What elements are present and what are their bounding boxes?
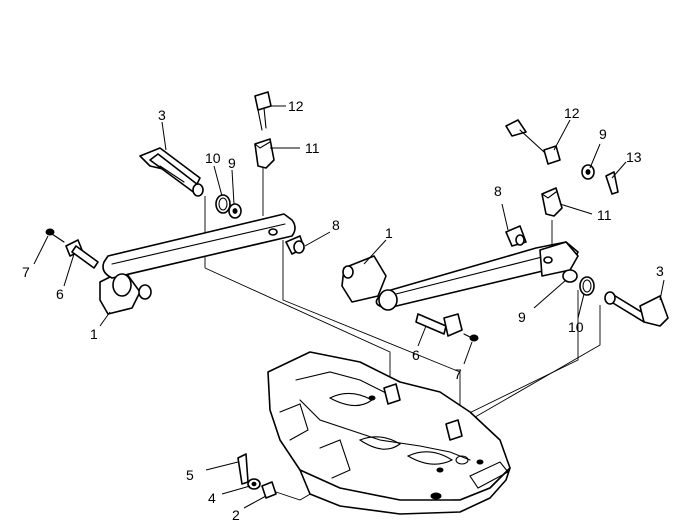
callout-9-left: 9 bbox=[228, 155, 236, 171]
right-pin-part-13 bbox=[605, 171, 619, 195]
callout-11-left: 11 bbox=[305, 140, 320, 156]
right-nut-part-12 bbox=[505, 119, 561, 165]
callout-9-right-top: 9 bbox=[599, 126, 607, 142]
callout-9-right-bottom: 9 bbox=[518, 309, 526, 325]
callout-8-right: 8 bbox=[494, 183, 502, 199]
right-rod-part-3 bbox=[604, 291, 669, 327]
callout-7-left: 7 bbox=[22, 264, 30, 280]
callout-2: 2 bbox=[232, 507, 240, 523]
left-pin-part-8 bbox=[285, 235, 305, 255]
callout-7-right: 7 bbox=[454, 366, 462, 382]
right-knob-part-11 bbox=[541, 187, 563, 217]
right-lift-arm bbox=[341, 241, 579, 311]
left-nut-part-12 bbox=[254, 91, 272, 131]
callout-12-right: 12 bbox=[564, 105, 580, 121]
callout-4: 4 bbox=[208, 490, 216, 506]
callout-10-right: 10 bbox=[568, 319, 584, 335]
right-washer-part-9 bbox=[581, 164, 595, 180]
left-spring-part-10 bbox=[215, 194, 231, 214]
left-washer-part-9 bbox=[228, 203, 242, 219]
callout-3-left: 3 bbox=[158, 107, 166, 123]
right-bolt-part-7 bbox=[463, 333, 479, 342]
callout-1-left: 1 bbox=[90, 326, 98, 342]
callout-1-right: 1 bbox=[385, 225, 393, 241]
callout-10-left: 10 bbox=[205, 150, 221, 166]
left-knob-part-11 bbox=[254, 138, 275, 169]
callout-12-left: 12 bbox=[288, 98, 304, 114]
callout-8-left: 8 bbox=[332, 217, 340, 233]
right-pin-part-8 bbox=[505, 225, 527, 247]
callout-3-right: 3 bbox=[656, 263, 664, 279]
right-spring-part-10 bbox=[579, 276, 595, 296]
left-bolt-part-7 bbox=[45, 228, 65, 243]
callout-11-right: 11 bbox=[597, 207, 612, 223]
left-rod-part-3 bbox=[139, 147, 204, 197]
mower-deck bbox=[267, 351, 511, 515]
left-pin-part-6 bbox=[65, 239, 99, 269]
callout-6-right: 6 bbox=[412, 347, 420, 363]
assembly-lines bbox=[204, 162, 601, 501]
deck-hardware bbox=[237, 453, 277, 499]
callout-5: 5 bbox=[186, 467, 194, 483]
callout-13: 13 bbox=[626, 149, 642, 165]
left-lift-arm bbox=[99, 213, 296, 315]
leader-lines bbox=[33, 105, 665, 509]
right-pin-part-6 bbox=[415, 313, 463, 337]
callout-labels: 12 3 11 10 9 8 7 6 1 12 9 13 8 11 1 3 9 … bbox=[22, 98, 664, 523]
callout-6-left: 6 bbox=[56, 286, 64, 302]
